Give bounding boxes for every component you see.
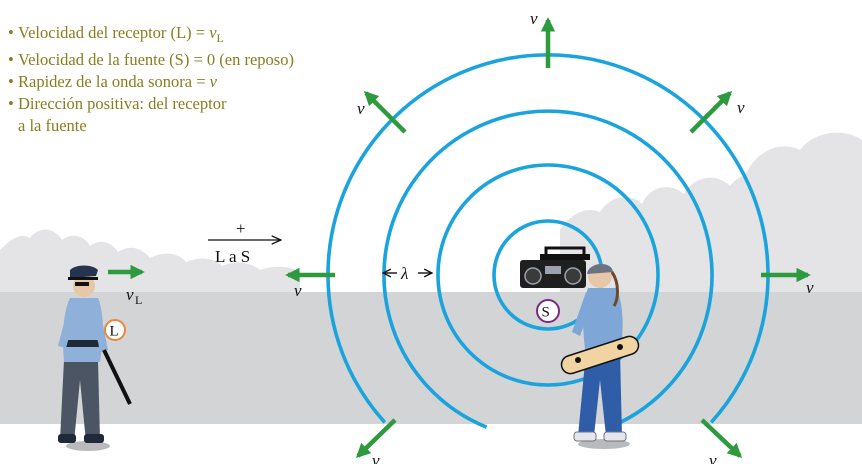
lambda-label: λ	[400, 264, 408, 283]
svg-text:v: v	[126, 285, 134, 304]
bullet-source-velocity: •Velocidad de la fuente (S) = 0 (en repo…	[8, 49, 294, 71]
source-badge: S	[537, 300, 559, 322]
v-label-upleft: v	[357, 99, 365, 118]
bullet-wave-speed: •Rapidez de la onda sonora = v	[8, 71, 294, 93]
v-label-downleft: v	[372, 451, 380, 464]
boombox	[520, 248, 590, 288]
wavelength-indicator: λ	[383, 264, 432, 283]
positive-direction: + L a S	[208, 219, 280, 266]
svg-text:S: S	[542, 305, 550, 321]
bullet-listener-velocity: •Velocidad del receptor (L) = vL	[8, 22, 294, 49]
v-label-left: v	[294, 281, 302, 300]
arrow-downright	[702, 420, 740, 456]
bullet-positive-direction-cont: a la fuente	[8, 115, 294, 137]
v-label-right: v	[806, 278, 814, 297]
direction-label: L a S	[215, 247, 250, 266]
plus-sign: +	[236, 219, 246, 238]
bullet-positive-direction: •Dirección positiva: del receptor	[8, 93, 294, 115]
v-label-up: v	[530, 9, 538, 28]
conditions-list: •Velocidad del receptor (L) = vL •Veloci…	[8, 22, 294, 137]
svg-text:L: L	[135, 293, 142, 307]
svg-text:L: L	[110, 324, 119, 340]
listener-badge: L	[105, 320, 125, 340]
v-label-downright: v	[709, 451, 717, 464]
v-label-upright: v	[737, 98, 745, 117]
